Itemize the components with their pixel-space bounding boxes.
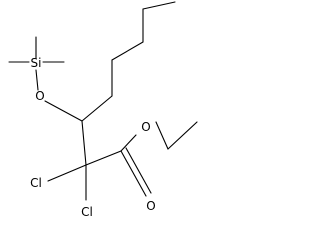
atom-si: Si [31,56,42,70]
bond-c5-c6 [111,41,144,61]
atom-cl-bottom: Cl [81,205,93,219]
bond-c7-c8 [142,1,176,10]
molecule-structure: Si O O O Cl Cl [8,1,198,219]
atom-o-ether: O [35,89,44,103]
bond-c3-c4 [81,95,113,122]
bond-o-ethyl-ch2 [155,121,169,150]
bond-ethyl-ch2-ch3 [167,121,198,150]
atom-cl-left: Cl [30,176,42,190]
bond-c1-o-double-b [125,147,152,194]
bond-o-c3 [44,100,83,122]
bond-c2-cl-left [47,164,87,182]
structure-canvas: Si O O O Cl Cl [8,1,198,219]
atom-o-carbonyl: O [146,199,155,213]
bond-si-o [35,69,39,91]
atom-labels: Si O O O Cl Cl [30,56,156,219]
bond-c3-c2 [81,120,87,166]
atom-o-ester: O [141,120,150,134]
bond-c2-c1 [85,150,122,166]
bond-c1-o-ester [120,134,137,152]
bonds [8,1,198,201]
bond-c1-o-double-a [120,150,147,197]
